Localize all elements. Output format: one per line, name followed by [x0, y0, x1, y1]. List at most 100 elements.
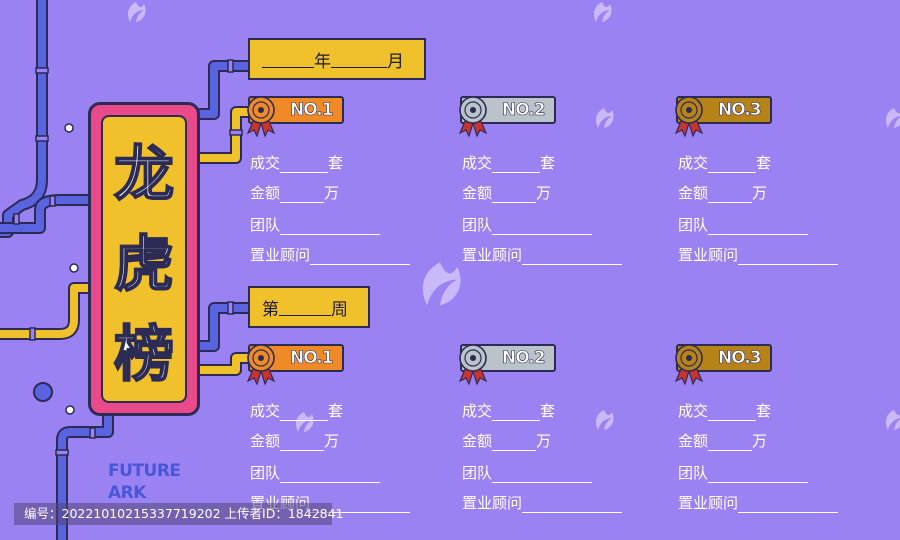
- field-consultant-label: 置业顾问: [462, 494, 523, 512]
- field-deals-unit: 套: [756, 154, 772, 172]
- field-amount: 金额 万: [250, 182, 339, 203]
- field-consultant-label: 置业顾问: [678, 246, 739, 264]
- field-amount-unit: 万: [324, 432, 340, 450]
- field-amount-label: 金额: [250, 432, 281, 450]
- field-deals: 成交 套: [678, 152, 771, 173]
- field-team: 团队: [462, 462, 593, 483]
- rank-label: NO.1: [290, 100, 334, 121]
- field-amount-label: 金额: [462, 432, 493, 450]
- field-deals: 成交 套: [250, 400, 343, 421]
- field-deals-label: 成交: [250, 402, 281, 420]
- field-team: 团队: [462, 214, 593, 235]
- field-deals-unit: 套: [540, 402, 556, 420]
- field-deals-unit: 套: [756, 402, 772, 420]
- rank-label: NO.2: [502, 100, 546, 121]
- week-suffix: 周: [331, 299, 348, 320]
- rank-badge-3: NO.3: [674, 344, 772, 385]
- field-team-label: 团队: [462, 464, 493, 482]
- field-deals-label: 成交: [678, 154, 709, 172]
- brand-line-1: FUTURE: [108, 461, 181, 481]
- brand-line-2: ARK: [108, 483, 146, 503]
- field-consultant: 置业顾问: [250, 244, 411, 265]
- title-char-3: 榜: [113, 320, 175, 390]
- field-team-label: 团队: [250, 464, 281, 482]
- watermark-icon: [596, 410, 614, 430]
- field-deals-label: 成交: [678, 402, 709, 420]
- field-amount-label: 金额: [462, 184, 493, 202]
- field-amount: 金额 万: [462, 430, 551, 451]
- medal-icon: [246, 96, 276, 137]
- field-amount: 金额 万: [462, 182, 551, 203]
- field-deals: 成交 套: [462, 152, 555, 173]
- field-team: 团队: [250, 214, 381, 235]
- field-amount-label: 金额: [678, 432, 709, 450]
- field-amount-unit: 万: [324, 184, 340, 202]
- week-prefix: 第: [262, 299, 279, 320]
- field-amount: 金额 万: [250, 430, 339, 451]
- field-consultant: 置业顾问: [678, 492, 839, 513]
- medal-icon: [458, 96, 488, 137]
- field-deals-unit: 套: [328, 402, 344, 420]
- field-team-label: 团队: [250, 216, 281, 234]
- field-amount-label: 金额: [250, 184, 281, 202]
- medal-icon: [458, 344, 488, 385]
- field-consultant: 置业顾问: [462, 244, 623, 265]
- year-month-plate: 年 月: [248, 38, 426, 80]
- field-deals: 成交 套: [678, 400, 771, 421]
- title-char-2: 虎: [113, 230, 175, 300]
- watermark-icon: [128, 2, 146, 22]
- rank-label: NO.3: [718, 100, 762, 121]
- field-consultant-label: 置业顾问: [462, 246, 523, 264]
- title-panel: 龙 虎 榜: [101, 115, 187, 403]
- rank-badge-1: NO.1: [246, 96, 344, 137]
- week-plate: 第 周: [248, 286, 370, 328]
- field-deals: 成交 套: [462, 400, 555, 421]
- field-consultant-label: 置业顾问: [250, 246, 311, 264]
- title-char-1: 龙: [113, 140, 175, 210]
- month-label: 月: [387, 51, 404, 72]
- field-amount-unit: 万: [536, 432, 552, 450]
- rank-badge-2: NO.2: [458, 344, 556, 385]
- field-deals-unit: 套: [540, 154, 556, 172]
- field-consultant: 置业顾问: [462, 492, 623, 513]
- brand-logo-text: FUTURE ARK: [108, 460, 181, 504]
- field-deals-label: 成交: [462, 402, 493, 420]
- field-amount: 金额 万: [678, 182, 767, 203]
- field-team: 团队: [678, 462, 809, 483]
- year-label: 年: [314, 51, 331, 72]
- rank-badge-2: NO.2: [458, 96, 556, 137]
- field-deals-label: 成交: [250, 154, 281, 172]
- title-frame: 龙 虎 榜: [88, 102, 200, 416]
- watermark-icon: [296, 412, 314, 432]
- watermark-icon: [594, 2, 612, 22]
- field-amount: 金额 万: [678, 430, 767, 451]
- rank-label: NO.3: [718, 348, 762, 369]
- field-amount-label: 金额: [678, 184, 709, 202]
- field-consultant-label: 置业顾问: [678, 494, 739, 512]
- medal-icon: [246, 344, 276, 385]
- rank-badge-3: NO.3: [674, 96, 772, 137]
- field-team: 团队: [250, 462, 381, 483]
- field-team-label: 团队: [462, 216, 493, 234]
- field-deals: 成交 套: [250, 152, 343, 173]
- field-deals-label: 成交: [462, 154, 493, 172]
- rank-badge-1: NO.1: [246, 344, 344, 385]
- field-team-label: 团队: [678, 216, 709, 234]
- watermark-icon: [422, 262, 461, 306]
- field-amount-unit: 万: [536, 184, 552, 202]
- rank-label: NO.1: [290, 348, 334, 369]
- medal-icon: [674, 96, 704, 137]
- field-team: 团队: [678, 214, 809, 235]
- field-amount-unit: 万: [752, 184, 768, 202]
- rank-label: NO.2: [502, 348, 546, 369]
- field-team-label: 团队: [678, 464, 709, 482]
- field-deals-unit: 套: [328, 154, 344, 172]
- watermark-icon: [886, 410, 900, 430]
- watermark-icon: [886, 108, 900, 128]
- footer-id-bar: 编号：20221010215337719202 上传者ID：1842841: [14, 503, 344, 525]
- field-amount-unit: 万: [752, 432, 768, 450]
- medal-icon: [674, 344, 704, 385]
- field-consultant: 置业顾问: [678, 244, 839, 265]
